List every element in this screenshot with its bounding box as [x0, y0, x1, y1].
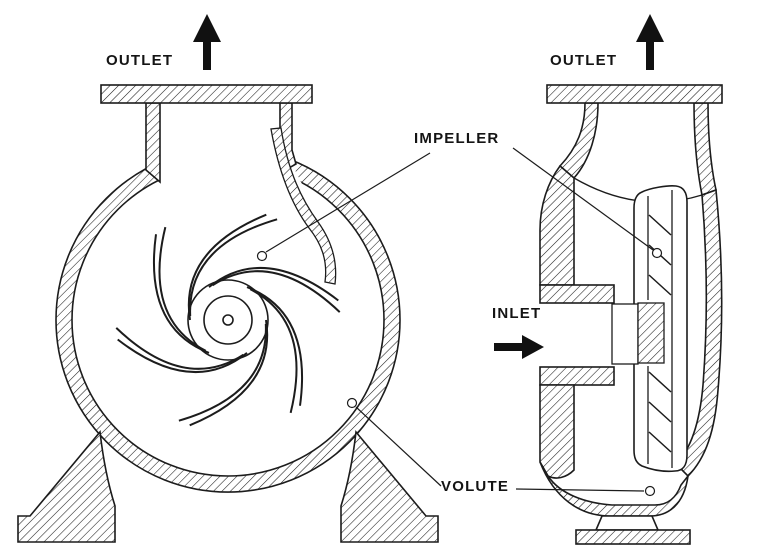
label-impeller: IMPELLER [414, 130, 500, 147]
right-arrow-icon [494, 335, 544, 359]
shaft-center [222, 314, 234, 326]
label-outlet-front: OUTLET [106, 52, 174, 69]
leader-dot [651, 247, 663, 259]
outlet-flange-side [546, 84, 723, 104]
volute-tongue [270, 127, 337, 285]
impeller-hub-side [637, 302, 665, 364]
leader-volute-front [346, 397, 442, 487]
volute-casing-wall [55, 147, 401, 493]
impeller-shroud-lines [647, 190, 673, 468]
label-volute: VOLUTE [441, 478, 510, 495]
up-arrow-icon [193, 14, 221, 70]
base-plate [575, 529, 691, 545]
impeller-hub-inner [203, 295, 253, 345]
outlet-flange-front [100, 84, 313, 104]
side-view [539, 84, 723, 545]
foot-left [17, 430, 116, 543]
volute-bottom-wall [539, 461, 690, 517]
impeller-side [611, 185, 688, 473]
impeller-hub-outer [187, 279, 269, 361]
casing-left-lower-wall [539, 384, 575, 479]
casing-left-upper-wall [539, 164, 575, 286]
leader-dot [256, 250, 268, 262]
leader-lines [256, 147, 663, 497]
impeller-eye [611, 303, 639, 365]
label-inlet: INLET [492, 305, 542, 322]
leader-volute-side [515, 485, 656, 497]
pedestal-neck [594, 515, 660, 531]
outlet-neck-left-wall [558, 102, 599, 180]
leader-impeller-front [256, 152, 431, 262]
up-arrow-icon [636, 14, 664, 70]
impeller-front [106, 202, 350, 438]
leader-impeller-side [512, 147, 663, 259]
label-outlet-side: OUTLET [550, 52, 618, 69]
outlet-pipe-left-wall [145, 102, 161, 184]
inlet-pipe-bottom-wall [539, 366, 615, 386]
leader-dot [644, 485, 656, 497]
foot-right [340, 430, 439, 543]
flow-arrows [193, 14, 664, 359]
leader-dot [346, 397, 358, 409]
inlet-pipe-top-wall [539, 284, 615, 304]
front-view [17, 84, 439, 543]
outlet-neck-right-wall [693, 102, 717, 197]
